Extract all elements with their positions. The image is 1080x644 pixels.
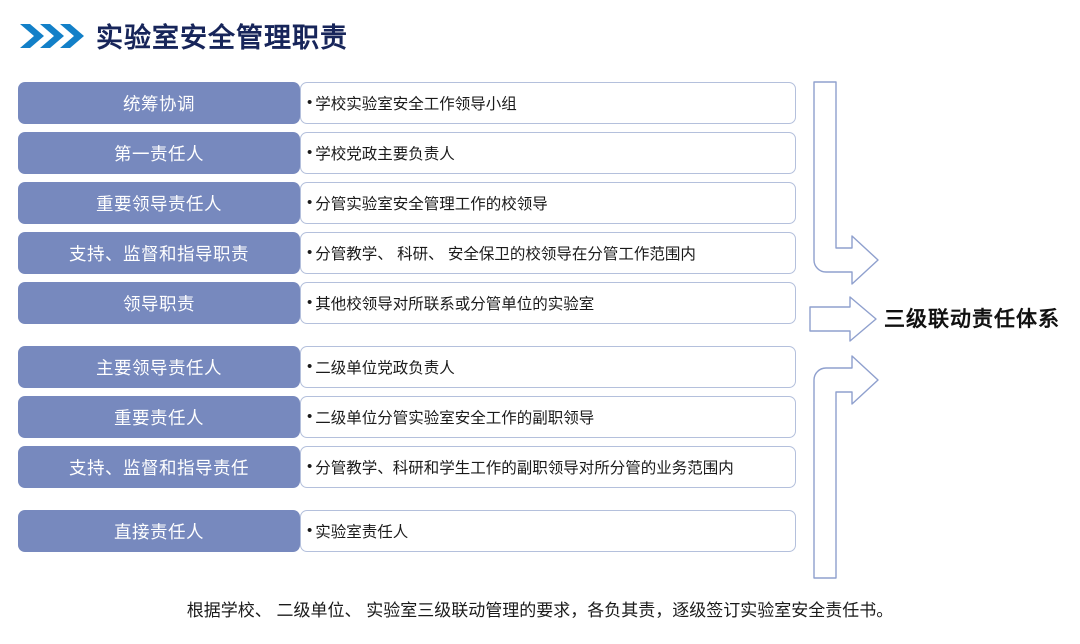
bullet-icon: • [307, 293, 313, 311]
row-description-text: 其他校领导对所联系或分管单位的实验室 [315, 296, 595, 313]
responsibility-list: 统筹协调 • 学校实验室安全工作领导小组 第一责任人 • 学校党政主要负责人 重… [18, 82, 796, 560]
bullet-icon: • [307, 407, 313, 425]
group-school-level: 统筹协调 • 学校实验室安全工作领导小组 第一责任人 • 学校党政主要负责人 重… [18, 82, 796, 324]
bullet-icon: • [307, 521, 313, 539]
row-label[interactable]: 主要领导责任人 [18, 346, 300, 388]
row-description-text: 分管教学、 科研、 安全保卫的校领导在分管工作范围内 [315, 246, 696, 263]
table-row: 重要领导责任人 • 分管实验室安全管理工作的校领导 [18, 182, 796, 224]
row-description[interactable]: • 二级单位分管实验室安全工作的副职领导 [300, 396, 796, 438]
row-description-text: 二级单位分管实验室安全工作的副职领导 [315, 410, 595, 427]
row-description[interactable]: • 分管教学、 科研、 安全保卫的校领导在分管工作范围内 [300, 232, 796, 274]
system-label: 三级联动责任体系 [884, 308, 1060, 331]
footer-note: 根据学校、 二级单位、 实验室三级联动管理的要求，各负其责，逐级签订实验室安全责… [186, 601, 894, 620]
row-description[interactable]: • 二级单位党政负责人 [300, 346, 796, 388]
group-secondary-unit-level: 主要领导责任人 • 二级单位党政负责人 重要责任人 • 二级单位分管实验室安全工… [18, 346, 796, 488]
row-description-text: 分管实验室安全管理工作的校领导 [315, 196, 548, 213]
row-label[interactable]: 领导职责 [18, 282, 300, 324]
table-row: 支持、监督和指导职责 • 分管教学、 科研、 安全保卫的校领导在分管工作范围内 [18, 232, 796, 274]
row-description-text: 二级单位党政负责人 [315, 360, 455, 377]
table-row: 重要责任人 • 二级单位分管实验室安全工作的副职领导 [18, 396, 796, 438]
table-row: 主要领导责任人 • 二级单位党政负责人 [18, 346, 796, 388]
bullet-icon: • [307, 357, 313, 375]
row-label[interactable]: 直接责任人 [18, 510, 300, 552]
page-title: 实验室安全管理职责 [96, 23, 348, 53]
bent-arrow-down-right-icon [813, 81, 879, 285]
row-label[interactable]: 统筹协调 [18, 82, 300, 124]
row-description-text: 学校党政主要负责人 [315, 146, 455, 163]
row-description[interactable]: • 实验室责任人 [300, 510, 796, 552]
table-row: 支持、监督和指导责任 • 分管教学、科研和学生工作的副职领导对所分管的业务范围内 [18, 446, 796, 488]
arrow-right-icon [809, 296, 877, 342]
bullet-icon: • [307, 193, 313, 211]
bullet-icon: • [307, 243, 313, 261]
table-row: 统筹协调 • 学校实验室安全工作领导小组 [18, 82, 796, 124]
row-description-text: 分管教学、科研和学生工作的副职领导对所分管的业务范围内 [315, 460, 734, 477]
row-label[interactable]: 支持、监督和指导责任 [18, 446, 300, 488]
row-label[interactable]: 第一责任人 [18, 132, 300, 174]
row-label[interactable]: 重要领导责任人 [18, 182, 300, 224]
page-title-row: 实验室安全管理职责 [18, 16, 348, 55]
group-lab-level: 直接责任人 • 实验室责任人 [18, 510, 796, 552]
row-description[interactable]: • 分管教学、科研和学生工作的副职领导对所分管的业务范围内 [300, 446, 796, 488]
table-row: 直接责任人 • 实验室责任人 [18, 510, 796, 552]
bullet-icon: • [307, 143, 313, 161]
row-description[interactable]: • 其他校领导对所联系或分管单位的实验室 [300, 282, 796, 324]
row-description-text: 实验室责任人 [315, 524, 409, 541]
table-row: 领导职责 • 其他校领导对所联系或分管单位的实验室 [18, 282, 796, 324]
row-description[interactable]: • 分管实验室安全管理工作的校领导 [300, 182, 796, 224]
row-description[interactable]: • 学校实验室安全工作领导小组 [300, 82, 796, 124]
triple-chevron-right-icon [18, 21, 84, 51]
row-description-text: 学校实验室安全工作领导小组 [315, 96, 517, 113]
table-row: 第一责任人 • 学校党政主要负责人 [18, 132, 796, 174]
bullet-icon: • [307, 93, 313, 111]
row-description[interactable]: • 学校党政主要负责人 [300, 132, 796, 174]
bent-arrow-up-right-icon [813, 355, 879, 579]
row-label[interactable]: 支持、监督和指导职责 [18, 232, 300, 274]
row-label[interactable]: 重要责任人 [18, 396, 300, 438]
bullet-icon: • [307, 457, 313, 475]
